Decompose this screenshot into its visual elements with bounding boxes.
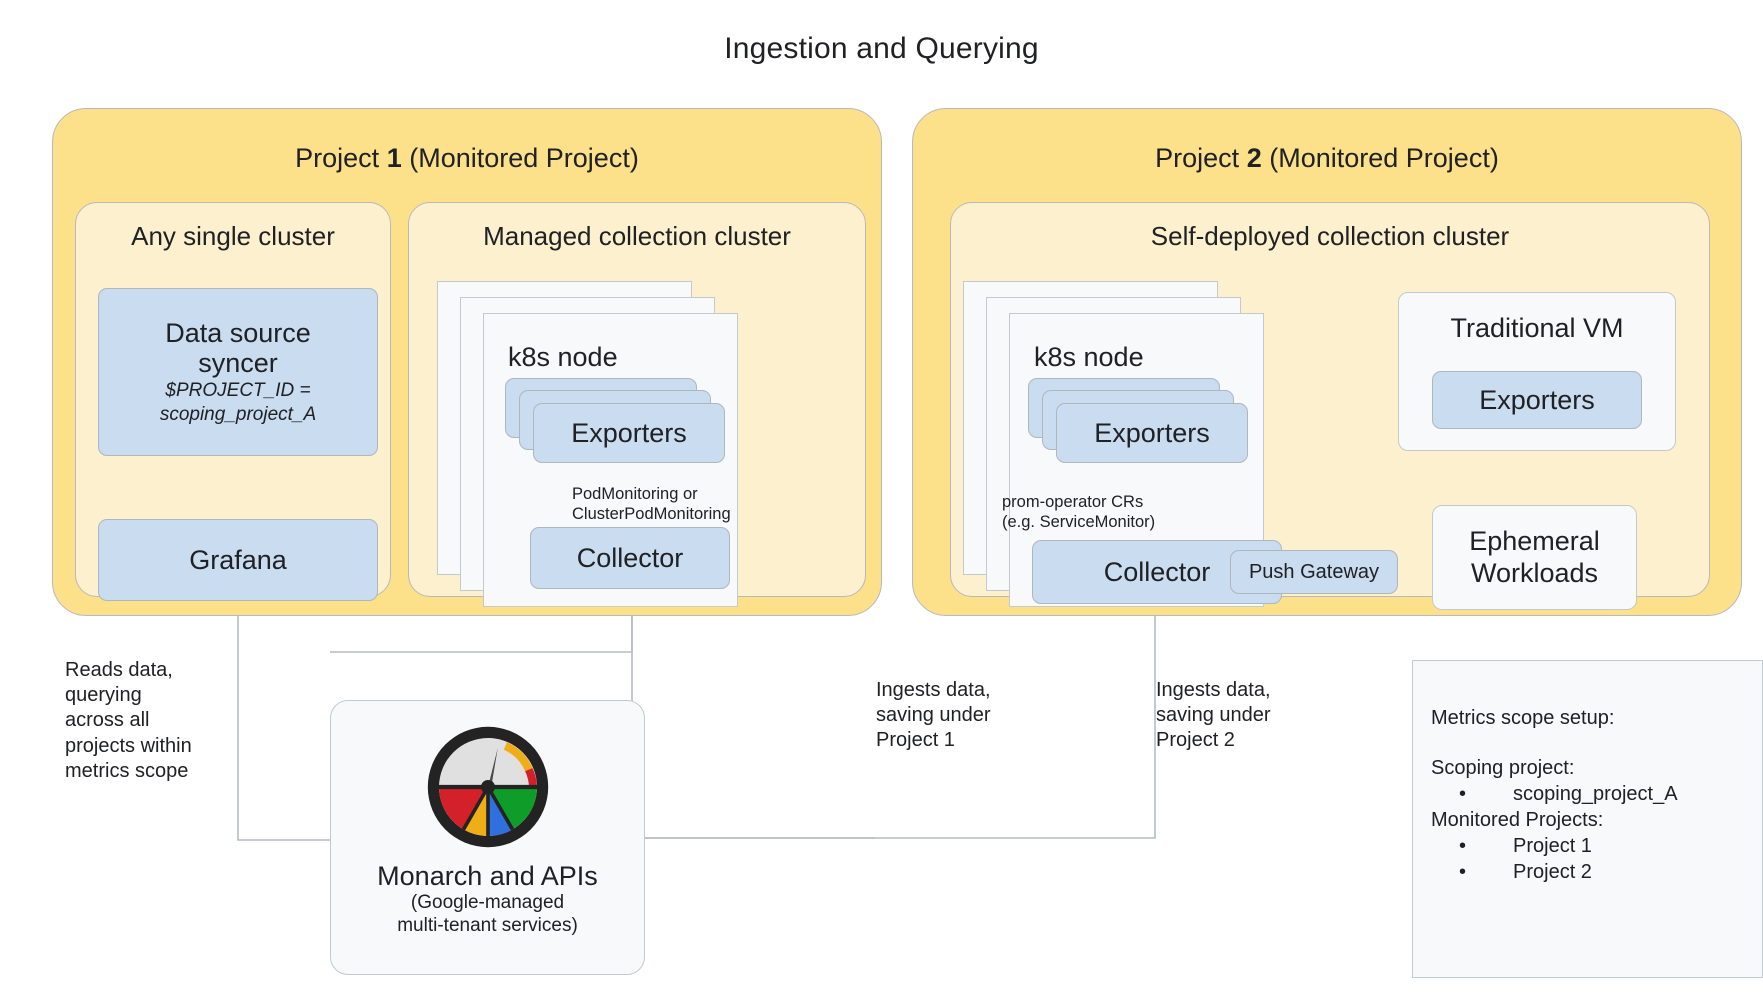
cluster-managed-title: Managed collection cluster bbox=[483, 221, 791, 251]
syncer-scoping-project: scoping_project_A bbox=[159, 404, 317, 426]
syncer-line-1: Data source bbox=[165, 317, 311, 348]
annotation-ingests-project-2: Ingests data, saving under Project 2 bbox=[1156, 679, 1271, 752]
monarch-title: Monarch and APIs bbox=[377, 861, 598, 891]
legend-monitored-list: Project 1 Project 2 bbox=[1431, 833, 1762, 885]
legend-monitored-label: Monitored Projects: bbox=[1431, 809, 1604, 831]
syncer-line-2: syncer bbox=[198, 348, 278, 379]
wire-ingest-p1 bbox=[631, 595, 875, 839]
project-2-title: Project 2 (Monitored Project) bbox=[913, 143, 1741, 174]
annotation-reads-data: Reads data, querying across all projects… bbox=[65, 659, 192, 782]
gauge-icon bbox=[427, 726, 548, 848]
list-item: Project 2 bbox=[1459, 859, 1762, 885]
project-1-title-prefix: Project bbox=[295, 143, 387, 173]
exporters-label-managed: Exporters bbox=[571, 417, 687, 448]
exporters-box-vm[interactable]: Exporters bbox=[1432, 371, 1642, 429]
project-1-title-number: 1 bbox=[386, 143, 402, 173]
pod-monitoring-label: PodMonitoring or ClusterPodMonitoring bbox=[572, 485, 731, 524]
list-item: scoping_project_A bbox=[1459, 781, 1762, 807]
exporters-label-vm: Exporters bbox=[1479, 384, 1595, 415]
data-source-syncer-box[interactable]: Data source syncer $PROJECT_ID = scoping… bbox=[98, 288, 378, 456]
collector-box-managed[interactable]: Collector bbox=[530, 527, 730, 589]
syncer-project-id: $PROJECT_ID = bbox=[165, 380, 311, 402]
exporters-box-self[interactable]: Exporters bbox=[1056, 403, 1248, 463]
project-2-title-number: 2 bbox=[1246, 143, 1262, 173]
exporters-label-self: Exporters bbox=[1094, 417, 1210, 448]
legend-spacer bbox=[1431, 731, 1762, 755]
monarch-and-apis-box[interactable]: Monarch and APIs (Google-managed multi-t… bbox=[330, 700, 645, 975]
project-2-title-suffix: (Monitored Project) bbox=[1261, 143, 1499, 173]
monarch-subtitle: (Google-managed multi-tenant services) bbox=[397, 892, 578, 936]
legend-scoping-label: Scoping project: bbox=[1431, 757, 1575, 779]
exporters-box-managed[interactable]: Exporters bbox=[533, 403, 725, 463]
metrics-scope-legend: Metrics scope setup: Scoping project: sc… bbox=[1412, 660, 1763, 978]
collector-label-self: Collector bbox=[1103, 556, 1211, 587]
ephemeral-workloads-line-1: Ephemeral bbox=[1469, 526, 1600, 557]
list-item: Project 1 bbox=[1459, 833, 1762, 859]
annotation-ingests-project-1: Ingests data, saving under Project 1 bbox=[876, 679, 991, 752]
project-1-title-suffix: (Monitored Project) bbox=[401, 143, 639, 173]
legend-heading: Metrics scope setup: bbox=[1431, 707, 1615, 729]
project-2-title-prefix: Project bbox=[1155, 143, 1247, 173]
grafana-box[interactable]: Grafana bbox=[98, 519, 378, 601]
ephemeral-workloads-box: Ephemeral Workloads bbox=[1432, 505, 1637, 610]
push-gateway-box[interactable]: Push Gateway bbox=[1230, 550, 1398, 594]
collector-label-managed: Collector bbox=[576, 542, 684, 573]
cluster-self-deployed-title: Self-deployed collection cluster bbox=[1150, 221, 1510, 251]
project-1-title: Project 1 (Monitored Project) bbox=[53, 143, 881, 174]
prom-operator-label: prom-operator CRs (e.g. ServiceMonitor) bbox=[1002, 493, 1156, 532]
ephemeral-workloads-line-2: Workloads bbox=[1470, 557, 1599, 588]
k8s-node-managed-title: k8s node bbox=[508, 342, 618, 372]
traditional-vm-title: Traditional VM bbox=[1450, 313, 1624, 343]
cluster-any-single-title: Any single cluster bbox=[131, 221, 335, 251]
page-title: Ingestion and Querying bbox=[724, 32, 1039, 65]
push-gateway-label: Push Gateway bbox=[1248, 560, 1380, 583]
k8s-node-self-title: k8s node bbox=[1034, 342, 1144, 372]
grafana-label: Grafana bbox=[189, 544, 287, 575]
legend-scoping-list: scoping_project_A bbox=[1431, 781, 1762, 807]
